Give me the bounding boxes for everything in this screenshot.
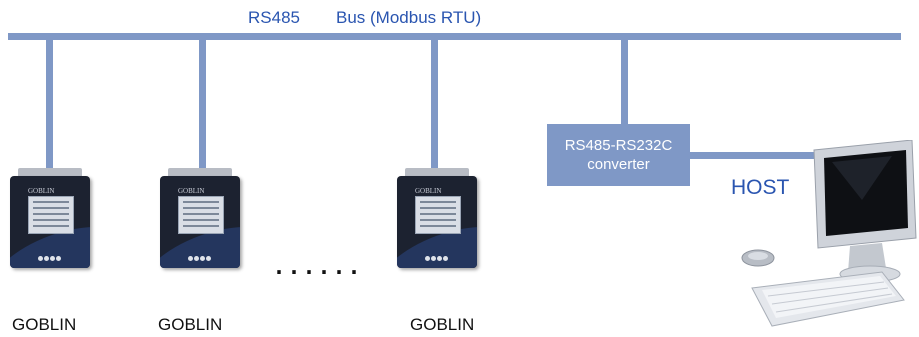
device-terminal <box>168 168 232 178</box>
rs485-bus-line <box>8 33 901 40</box>
device-label-1: GOBLIN <box>12 315 77 334</box>
host-label: HOST <box>731 176 790 199</box>
rs485-rs232c-converter-box: RS485-RS232C converter <box>547 124 690 186</box>
device-display <box>178 196 224 234</box>
converter-label-line1: RS485-RS232C <box>564 137 673 154</box>
device-terminal <box>18 168 82 178</box>
device-buttons <box>188 248 214 261</box>
bus-drop-1 <box>46 40 53 168</box>
device-brand: GOBLIN <box>28 187 55 195</box>
device-label-3: GOBLIN <box>410 315 475 334</box>
more-devices-ellipsis: ...... <box>274 241 365 282</box>
device-display <box>415 196 461 234</box>
device-terminal <box>405 168 469 178</box>
device-brand: GOBLIN <box>415 187 442 195</box>
bus-drop-3 <box>431 40 438 168</box>
device-label-2: GOBLIN <box>158 315 223 334</box>
goblin-device-3: GOBLIN <box>397 168 477 268</box>
device-brand: GOBLIN <box>178 187 205 195</box>
host-link-line <box>690 152 823 159</box>
device-display <box>28 196 74 234</box>
bus-drop-2 <box>199 40 206 168</box>
device-buttons <box>425 248 451 261</box>
bus-label-protocol: Bus (Modbus RTU) <box>336 8 482 27</box>
bus-label-rs485: RS485 <box>248 8 300 27</box>
device-buttons <box>38 248 64 261</box>
bus-drop-converter <box>621 40 628 124</box>
host-computer-icon <box>741 140 917 327</box>
device-body: GOBLIN <box>10 176 90 268</box>
goblin-device-2: GOBLIN <box>160 168 240 268</box>
device-body: GOBLIN <box>160 176 240 268</box>
device-body: GOBLIN <box>397 176 477 268</box>
converter-label-line2: converter <box>587 156 650 173</box>
goblin-device-1: GOBLIN <box>10 168 90 268</box>
